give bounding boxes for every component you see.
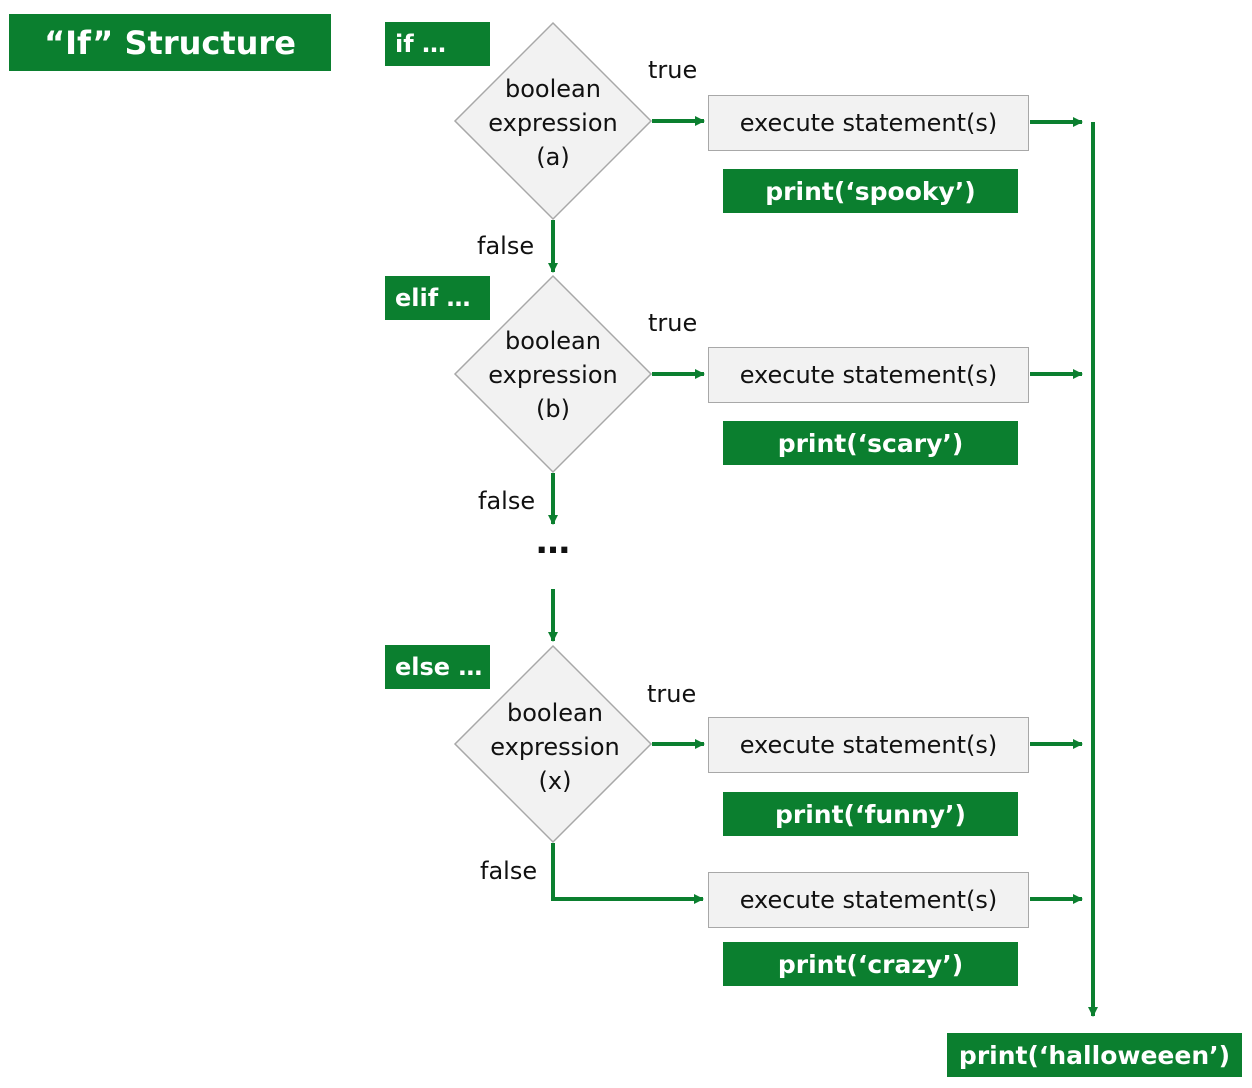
- condition-b: boolean expression (b): [453, 324, 653, 426]
- diamond-b: [453, 274, 653, 474]
- diamond-a: [453, 21, 653, 221]
- condition-a: boolean expression (a): [453, 72, 653, 174]
- code-spooky: print(‘spooky’): [723, 169, 1018, 213]
- arrow-false-x: [551, 843, 704, 904]
- statement-box-else: execute statement(s): [708, 872, 1029, 928]
- code-halloweeen: print(‘halloweeen’): [947, 1033, 1242, 1077]
- code-crazy: print(‘crazy’): [723, 942, 1018, 986]
- true-label-b: true: [648, 309, 698, 337]
- false-label-x: false: [480, 857, 538, 885]
- statement-box-b: execute statement(s): [708, 347, 1029, 403]
- statement-box-a: execute statement(s): [708, 95, 1029, 151]
- keyword-else: else …: [385, 645, 490, 689]
- condition-b-line3: (b): [536, 395, 570, 423]
- condition-a-line2: expression: [488, 109, 618, 137]
- condition-a-line3: (a): [536, 143, 570, 171]
- diamond-x: [453, 644, 653, 844]
- condition-x-line1: boolean: [507, 699, 603, 727]
- condition-b-line2: expression: [488, 361, 618, 389]
- code-funny: print(‘funny’): [723, 792, 1018, 836]
- condition-x: boolean expression (x): [455, 696, 655, 798]
- false-label-b: false: [478, 487, 536, 515]
- true-label-x: true: [647, 680, 697, 708]
- keyword-elif: elif …: [385, 276, 490, 320]
- ellipsis: …: [536, 522, 570, 562]
- condition-b-line1: boolean: [505, 327, 601, 355]
- condition-x-line2: expression: [490, 733, 620, 761]
- condition-x-line3: (x): [538, 767, 572, 795]
- statement-box-x: execute statement(s): [708, 717, 1029, 773]
- keyword-if: if …: [385, 22, 490, 66]
- true-label-a: true: [648, 56, 698, 84]
- code-scary: print(‘scary’): [723, 421, 1018, 465]
- condition-a-line1: boolean: [505, 75, 601, 103]
- diagram-title: “If” Structure: [9, 14, 331, 71]
- false-label-a: false: [477, 232, 535, 260]
